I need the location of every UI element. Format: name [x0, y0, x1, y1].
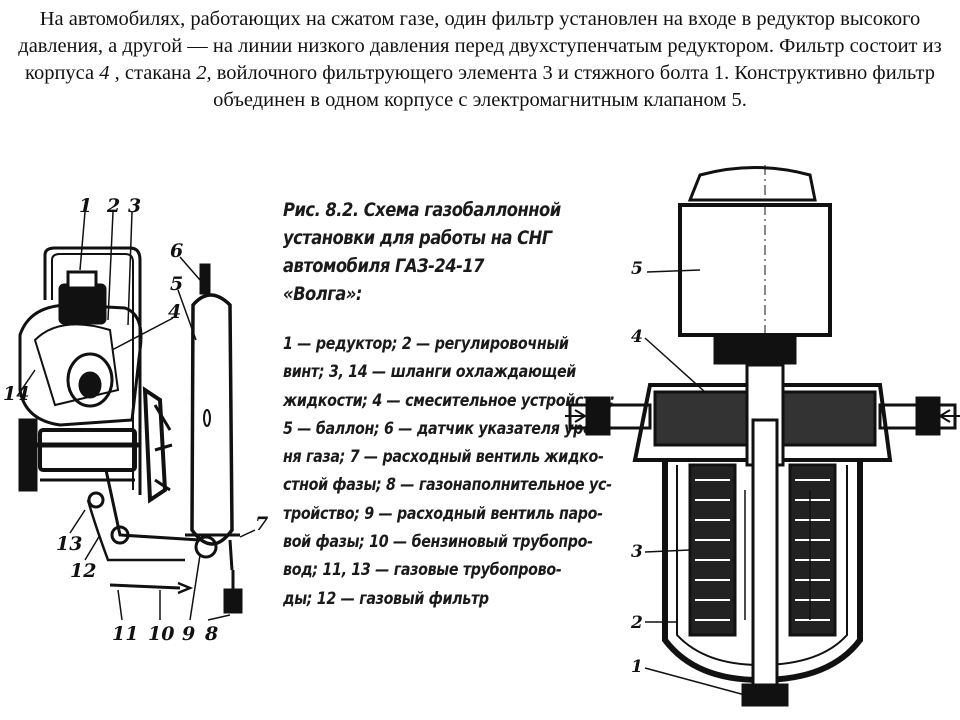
right-label-4: 4: [631, 327, 643, 347]
left-label-1: 1: [79, 195, 92, 217]
left-label-8: 8: [204, 623, 218, 645]
legend-line: стной фазы; 8 — газонаполнительное ус-: [283, 475, 612, 496]
legend-line: ды; 12 — газовый фильтр: [283, 588, 489, 609]
legend-line: 5 — баллон; 6 — датчик указателя уров-: [283, 418, 607, 439]
left-label-4: 4: [168, 301, 181, 323]
left-label-2: 2: [106, 195, 120, 217]
gas-filter-drawing: 5 4 3 2 1: [565, 165, 960, 707]
caption-legend: 1 — редуктор; 2 — регулировочный винт; 3…: [283, 330, 615, 613]
right-label-5: 5: [631, 259, 643, 279]
caption-title: Рис. 8.2. Схема газобаллонной установки …: [283, 199, 561, 305]
left-label-12: 12: [70, 560, 96, 582]
legend-line: винт; 3, 14 — шланги охлаждающей: [283, 362, 576, 383]
intro-text-3: войлочного фильтрующего элемента 3 и стя…: [211, 62, 935, 111]
left-label-9: 9: [182, 623, 195, 645]
legend-line: ня газа; 7 — расходный вентиль жидко-: [283, 447, 604, 468]
left-label-5: 5: [170, 273, 183, 295]
intro-text-2: , стакана: [109, 62, 197, 84]
left-label-10: 10: [148, 623, 174, 645]
gas-installation-scheme: 1 2 3 6 5 4 14 13 12 11 10 9 8 7: [3, 195, 268, 645]
right-label-1: 1: [631, 657, 643, 677]
legend-line: жидкости; 4 — смесительное устройство;: [283, 390, 615, 411]
right-label-3: 3: [631, 542, 643, 562]
legend-line: вой фазы; 10 — бензиновый трубопро-: [283, 532, 593, 553]
intro-paragraph: На автомобилях, работающих на сжатом газ…: [0, 6, 960, 114]
legend-line: тройство; 9 — расходный вентиль паро-: [283, 503, 603, 524]
left-label-7: 7: [255, 513, 268, 535]
legend-line: вод; 11, 13 — газовые трубопрово-: [283, 560, 562, 581]
figure-caption: Рис. 8.2. Схема газобаллонной установки …: [283, 196, 615, 613]
left-label-14: 14: [3, 383, 29, 405]
left-label-11: 11: [112, 623, 138, 645]
left-label-3: 3: [128, 195, 141, 217]
intro-ref-4: 4: [99, 62, 110, 84]
legend-line: 1 — редуктор; 2 — регулировочный: [283, 334, 569, 354]
left-label-6: 6: [170, 240, 183, 262]
right-label-2: 2: [630, 613, 643, 633]
left-label-13: 13: [56, 533, 82, 555]
intro-ref-2: 2,: [196, 62, 212, 84]
intro-text-1: На автомобилях, работающих на сжатом газ…: [18, 8, 942, 84]
